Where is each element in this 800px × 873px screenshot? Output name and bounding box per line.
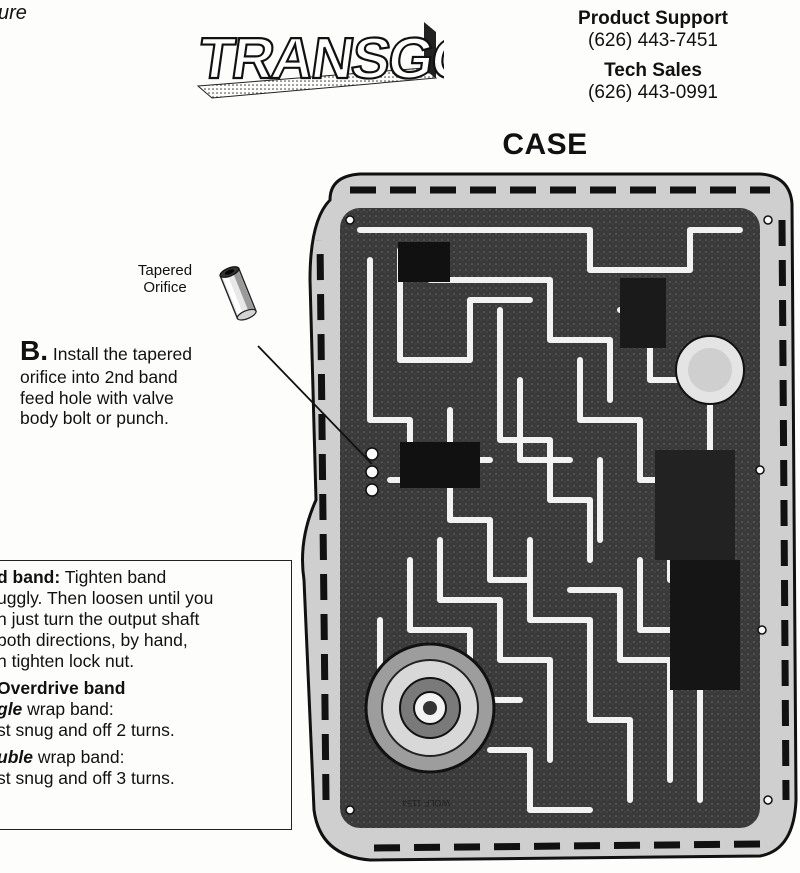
note-line7-rest: wrap band: (22, 699, 114, 719)
note-line5: n tighten lock nut. (0, 651, 135, 671)
step-b-line4: body bolt or punch. (20, 408, 169, 429)
case-label: CASE (502, 128, 588, 161)
note-line2: uggly. Then loosen until you (0, 588, 214, 608)
band-adjustment-note: d band: Tighten band uggly. Then loosen … (0, 560, 292, 830)
note-single-word: gle (0, 699, 23, 719)
step-b-letter: B. (20, 335, 48, 366)
tapered-label-line2: Orifice (143, 279, 187, 297)
tapered-label-line1: Tapered (137, 262, 193, 279)
valve-body-illustration: WOLF 1154 (290, 160, 800, 868)
note-line1-rest: Tighten band (60, 567, 167, 587)
note-overdrive-heading: Overdrive band (0, 678, 126, 698)
note-line10: st snug and off 3 turns. (0, 768, 175, 788)
product-support-label: Product Support (578, 8, 728, 29)
transgo-logo-graphic: TRANSGO (193, 22, 480, 99)
note-double-word: uble (0, 747, 33, 767)
step-b-line3: feed hole with valve (20, 387, 174, 408)
contact-block: Product Support (626) 443-7451 Tech Sale… (548, 8, 758, 103)
tech-sales-label: Tech Sales (604, 59, 702, 81)
product-support-phone: (626) 443-7451 (588, 29, 718, 51)
tech-sales-phone: (626) 443-0991 (588, 81, 718, 103)
note-line8: st snug and off 2 turns. (0, 720, 175, 740)
note-line4: both directions, by hand, (0, 630, 188, 650)
part-marking-text: WOLF 1154 (402, 798, 450, 808)
note-band-heading: d band: (0, 567, 61, 587)
valve-body-graphic: WOLF 1154 (301, 172, 798, 862)
note-line3: n just turn the output shaft (0, 609, 200, 629)
cropped-caption-text: ure (0, 2, 27, 24)
step-b-line1: Install the tapered (52, 344, 192, 364)
tapered-orifice-label: Tapered Orifice (118, 262, 212, 297)
step-b-line2: orifice into 2nd band (20, 367, 178, 388)
tapered-orifice-illustration (214, 258, 264, 328)
note-line9-rest: wrap band: (32, 747, 125, 767)
transgo-logo: TRANSGO (184, 8, 480, 104)
svg-text:TRANSGO: TRANSGO (194, 26, 444, 91)
step-b-instruction: B. Install the tapered orifice into 2nd … (20, 334, 280, 429)
